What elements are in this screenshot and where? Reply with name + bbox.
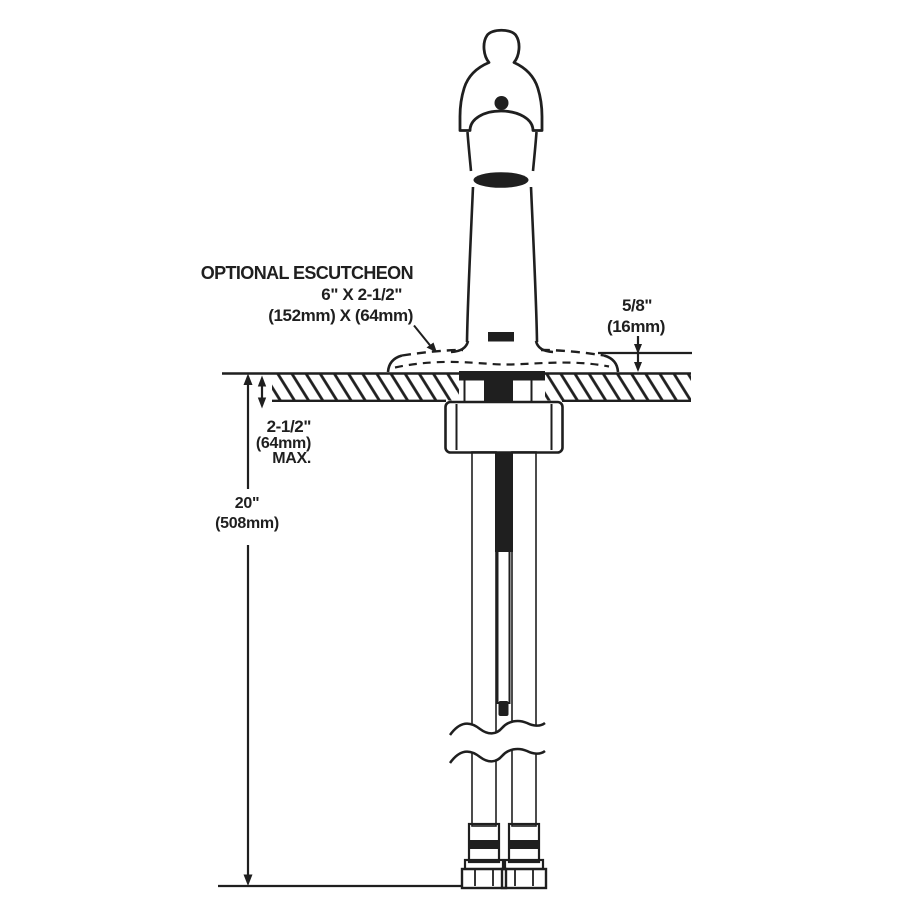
pipe-break-mask <box>450 720 545 763</box>
supply-length-inches: 20" <box>235 495 259 512</box>
supply-hose-right-lower <box>511 744 537 827</box>
escutcheon-note-line3: (152mm) X (64mm) <box>268 306 413 325</box>
escutcheon-note-line2: 6" X 2-1/2" <box>321 285 402 304</box>
spout-neck-right-edge <box>531 131 538 172</box>
mounting-hardware <box>444 371 564 454</box>
spout-neck-left-edge <box>466 131 473 172</box>
brand-label <box>488 332 514 342</box>
arrow-down-icon <box>634 344 642 354</box>
spout-outlet <box>473 172 529 188</box>
arrow-up-icon <box>243 373 253 385</box>
escutcheon-note-line1: OPTIONAL ESCUTCHEON <box>201 263 413 283</box>
faucet-base-flare-right <box>534 340 554 354</box>
escutcheon-thickness-mm: (16mm) <box>607 317 665 336</box>
arrow-down-icon <box>634 362 642 372</box>
pipe-break-line-lower <box>448 747 546 764</box>
escutcheon-outline <box>386 348 620 373</box>
faucet-fixture <box>450 28 554 354</box>
deck-thickness-mm: (64mm) <box>256 435 311 452</box>
supply-hose-left-upper <box>471 451 497 737</box>
arrow-down-icon <box>243 874 253 886</box>
escutcheon-thickness-inches: 5/8" <box>622 296 652 315</box>
faucet-handle <box>458 28 544 132</box>
arrow-down-icon <box>257 397 267 409</box>
arrow-up-icon <box>257 375 267 387</box>
lift-rod <box>496 547 511 704</box>
hose-fitting-right <box>500 822 548 890</box>
lift-rod-tip <box>498 701 509 716</box>
supply-hoses <box>448 451 546 827</box>
escutcheon-inner-dashed <box>394 360 610 369</box>
supply-length-mm: (508mm) <box>215 515 279 532</box>
countertop-cross-section <box>222 372 691 402</box>
counter-hatch-left <box>272 374 459 401</box>
hose-fittings <box>460 822 548 890</box>
shank-lower <box>495 452 513 552</box>
faucet-body-fill <box>467 187 537 342</box>
leader-line <box>413 324 434 350</box>
handle-index-button <box>494 96 509 110</box>
escutcheon-top-dashed-left <box>401 348 464 357</box>
threaded-shank <box>484 374 513 403</box>
spout-neck-fill <box>467 132 537 172</box>
dimension-supply-length: 20" (508mm) <box>215 373 462 888</box>
hose-fitting-left <box>460 822 508 890</box>
leader-arrow-icon <box>426 342 437 353</box>
faucet-body-right-edge <box>529 186 539 343</box>
dimension-deck-thickness: 2-1/2" (64mm) MAX. <box>256 375 311 467</box>
pipe-break-line-upper <box>448 719 546 736</box>
faucet-body-left-edge <box>465 186 475 343</box>
escutcheon-edge-left <box>386 354 403 373</box>
deck-thickness-qualifier: MAX. <box>272 450 311 467</box>
supply-hose-right-upper <box>511 451 537 737</box>
escutcheon-edge-right <box>603 354 620 373</box>
mounting-nut <box>444 400 564 454</box>
deck-thickness-inches: 2-1/2" <box>267 417 311 436</box>
faucet-base-flare-left <box>450 340 470 354</box>
dimension-escutcheon-thickness: 5/8" (16mm) <box>598 296 692 372</box>
escutcheon-note: OPTIONAL ESCUTCHEON 6" X 2-1/2" (152mm) … <box>201 263 437 353</box>
counter-hatch-right <box>545 374 691 401</box>
